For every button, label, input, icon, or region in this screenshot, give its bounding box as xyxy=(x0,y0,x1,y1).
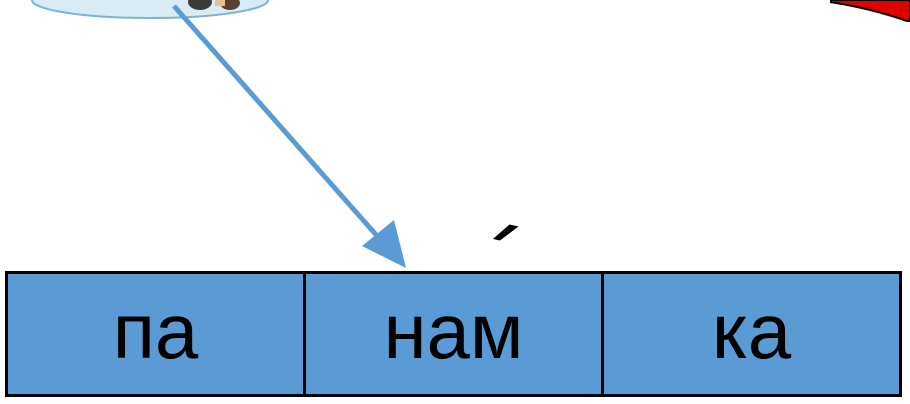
syllable-cell-1: па xyxy=(112,287,199,375)
arrowhead xyxy=(362,220,406,268)
picture-fragment-left xyxy=(31,0,269,19)
syllable-cell-3: ка xyxy=(601,274,899,394)
syllable-table: па нам ка xyxy=(5,271,902,397)
arrow-shaft xyxy=(172,4,388,248)
syllable-cell-2: нам xyxy=(303,274,601,394)
